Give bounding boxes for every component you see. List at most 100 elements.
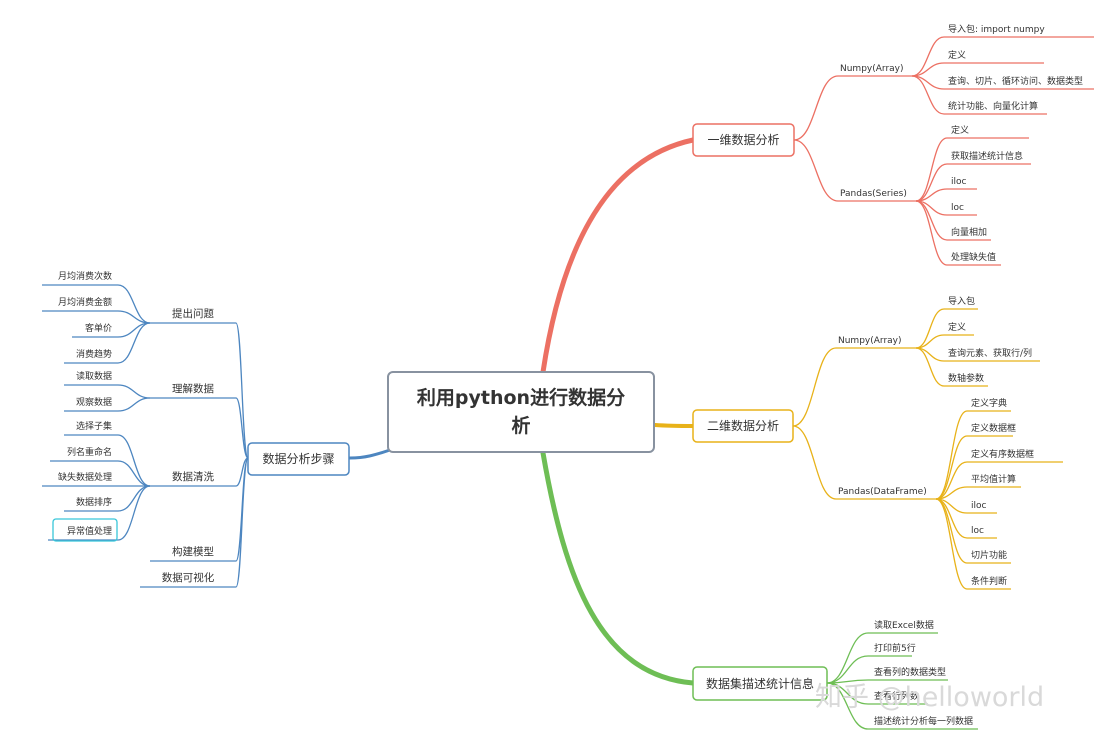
topic-stats-label: 数据集描述统计信息 [706,676,814,691]
connector-line [117,485,151,512]
branch-texts-1d: Numpy(Array)导入包: import numpy定义查询、切片、循环访… [840,23,1083,263]
branch-links-1d [793,36,1094,266]
leaf-label: 切片功能 [971,549,1007,561]
leaf-label: 统计功能、向量化计算 [948,100,1038,112]
leaf-label: 定义有序数据框 [971,448,1034,460]
leaf-label: 列名重命名 [67,446,112,458]
leaf-label: 定义数据框 [971,422,1016,434]
leaf-label: 获取描述统计信息 [951,150,1023,162]
root-topic[interactable]: 利用python进行数据分 析 [387,371,655,453]
selected-node-outline [52,518,118,542]
connector-line [235,457,249,588]
connector-line [117,460,151,487]
leaf-label: 异常值处理 [67,525,112,537]
connector-line [235,322,249,459]
leaf-label: iloc [951,177,967,187]
connector-line [911,75,945,115]
connector-line [117,284,151,324]
leaf-label: iloc [971,501,987,511]
leaf-label: 查看列的数据类型 [874,666,946,678]
leaf-label: loc [951,203,964,213]
leaf-label: 查看行列数 [874,690,919,702]
leaf-label: 数据排序 [76,496,112,508]
leaf-label: 定义 [948,321,966,333]
topic-1d-label: 一维数据分析 [707,132,779,147]
connector-line [911,36,945,77]
leaf-label: 选择子集 [76,420,112,432]
topic-analysis-steps[interactable]: 数据分析步骤 [247,442,350,476]
leaf-label: 打印前5行 [874,642,916,654]
connector-line [792,347,837,427]
branch-links-stats [826,632,978,730]
group-label: 提出问题 [172,307,214,320]
leaf-label: 观察数据 [76,396,112,408]
group-label: Numpy(Array) [838,336,902,346]
connector-line [935,498,968,590]
leaf-label: 定义 [951,124,969,136]
leaf-label: 定义 [948,49,966,61]
group-label: 构建模型 [172,545,214,558]
connector-line [935,435,968,500]
group-label: 数据清洗 [172,470,214,483]
watermark: 知乎 @helloworld [815,682,1044,713]
connector-line [117,434,151,487]
leaf-label: 查询、切片、循环访问、数据类型 [948,75,1083,87]
leaf-label: 向量相加 [951,226,987,238]
connector-line [935,410,968,500]
main-branch-1d [540,137,696,375]
main-branch-2d [653,423,695,428]
leaf-label: 导入包: import numpy [948,23,1045,35]
leaf-label: 描述统计分析每一列数据 [874,715,973,727]
leaf-label: 缺失数据处理 [58,471,112,483]
leaf-label: 月均消费次数 [58,270,112,282]
leaf-label: loc [971,526,984,536]
group-label: Pandas(DataFrame) [838,487,927,497]
leaf-label: 导入包 [948,295,975,307]
group-label: Numpy(Array) [840,64,904,74]
connector-line [915,200,948,266]
connector-line [235,397,249,459]
leaf-label: 数轴参数 [948,372,984,384]
connector-line [117,397,151,412]
connector-line [792,425,837,500]
connector-line [793,75,839,141]
leaf-label: 定义字典 [971,397,1007,409]
root-title-line1: 利用python进行数据分 [417,386,625,409]
connector-line [935,498,968,564]
branch-links-steps [42,284,249,588]
group-label: Pandas(Series) [840,189,907,199]
connector-line [117,322,151,364]
leaf-label: 查询元素、获取行/列 [948,347,1032,359]
connector-line [915,163,948,202]
connector-line [826,682,869,730]
group-label: 数据可视化 [162,571,215,584]
root-title-line2: 析 [511,414,530,437]
connector-line [117,384,151,399]
connector-line [826,655,869,684]
group-label: 理解数据 [172,382,214,395]
connector-line [915,137,948,202]
leaf-label: 读取Excel数据 [874,619,934,631]
branch-links-2d [792,308,1063,590]
leaf-label: 读取数据 [76,370,112,382]
connector-line [935,461,968,500]
connector-line [117,485,151,541]
connector-line [915,308,945,349]
topic-dataset-stats[interactable]: 数据集描述统计信息 [692,666,828,701]
topic-steps-label: 数据分析步骤 [262,451,334,466]
leaf-label: 客单价 [85,322,112,334]
topic-2d-analysis[interactable]: 二维数据分析 [692,409,794,443]
connector-line [826,632,869,684]
topic-2d-label: 二维数据分析 [707,418,779,433]
leaf-label: 条件判断 [971,575,1007,587]
leaf-label: 平均值计算 [971,473,1016,485]
main-branch-stats [540,450,696,686]
topic-1d-analysis[interactable]: 一维数据分析 [692,123,795,157]
leaf-label: 消费趋势 [76,348,112,360]
connector-line [793,139,839,202]
leaf-label: 月均消费金额 [58,296,112,308]
